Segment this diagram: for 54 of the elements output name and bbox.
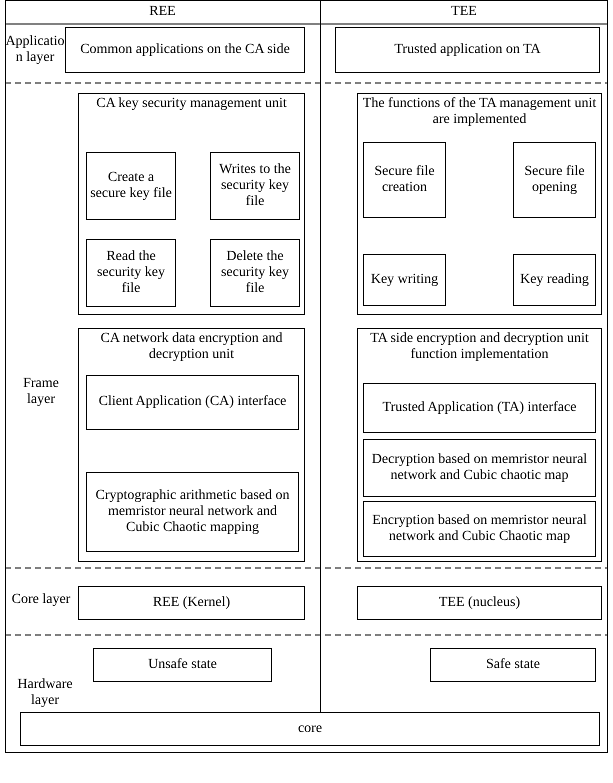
process-box — [20, 712, 600, 746]
box-label: Secure file creation — [373, 162, 436, 197]
group-title: TA side encryption and decryption unit function implementation — [369, 330, 590, 364]
process-box — [513, 142, 596, 218]
box-label: Writes to the security key file — [218, 160, 292, 212]
process-box — [363, 142, 446, 218]
box-label: Decryption based on memristor neural network and Cubic chaotic map — [370, 450, 588, 485]
process-box — [357, 586, 602, 620]
layer-label: Hardware layer — [16, 676, 74, 710]
process-box — [93, 648, 272, 682]
column-header: TEE — [450, 2, 478, 21]
process-box — [210, 239, 300, 307]
process-box — [335, 27, 600, 73]
box-label: Key writing — [370, 270, 440, 289]
group-title: The functions of the TA management unit are implemented — [362, 95, 598, 130]
box-label: TEE (nucleus) — [438, 594, 522, 612]
box-label: Encryption based on memristor neural network and Cubic Chaotic map — [371, 512, 588, 546]
process-box — [430, 648, 596, 682]
group-box — [78, 93, 305, 315]
process-box — [363, 383, 596, 433]
box-label: Create a secure key file — [89, 168, 173, 203]
box-label: Unsafe state — [147, 656, 218, 674]
box-label: Trusted application on TA — [393, 40, 542, 59]
process-box — [363, 439, 596, 497]
group-title: CA network data encryption and decryption unit — [100, 330, 284, 364]
process-box — [86, 152, 176, 220]
process-box — [86, 472, 299, 552]
box-label: Secure file opening — [523, 162, 586, 197]
box-label: core — [296, 720, 324, 738]
group-box — [357, 328, 602, 562]
box-label: Client Application (CA) interface — [98, 393, 288, 412]
box-label: Safe state — [484, 656, 542, 674]
process-box — [86, 375, 299, 430]
box-label: Common applications on the CA side — [79, 40, 291, 59]
box-label: Cryptographic arithmetic based on memristor neural network and Cubic Chaotic mapping — [94, 486, 290, 538]
process-box — [210, 152, 300, 220]
group-box — [78, 328, 305, 562]
group-title: CA key security management unit — [95, 95, 288, 113]
process-box — [363, 501, 596, 557]
process-box — [78, 586, 305, 620]
group-box — [357, 93, 602, 315]
box-label: Key reading — [519, 270, 590, 289]
column-header: REE — [148, 2, 177, 21]
process-box — [65, 27, 305, 73]
process-box — [363, 254, 446, 306]
layer-label: Application layer — [5, 32, 65, 67]
layer-label: Core layer — [10, 590, 72, 609]
box-label: Trusted Application (TA) interface — [382, 398, 578, 417]
box-label: REE (Kernel) — [152, 594, 232, 612]
layer-label: Frame layer — [22, 374, 60, 409]
box-label: Delete the security key file — [220, 248, 290, 298]
process-box — [513, 254, 596, 306]
box-label: Read the security key file — [96, 248, 166, 298]
process-box — [86, 239, 176, 307]
